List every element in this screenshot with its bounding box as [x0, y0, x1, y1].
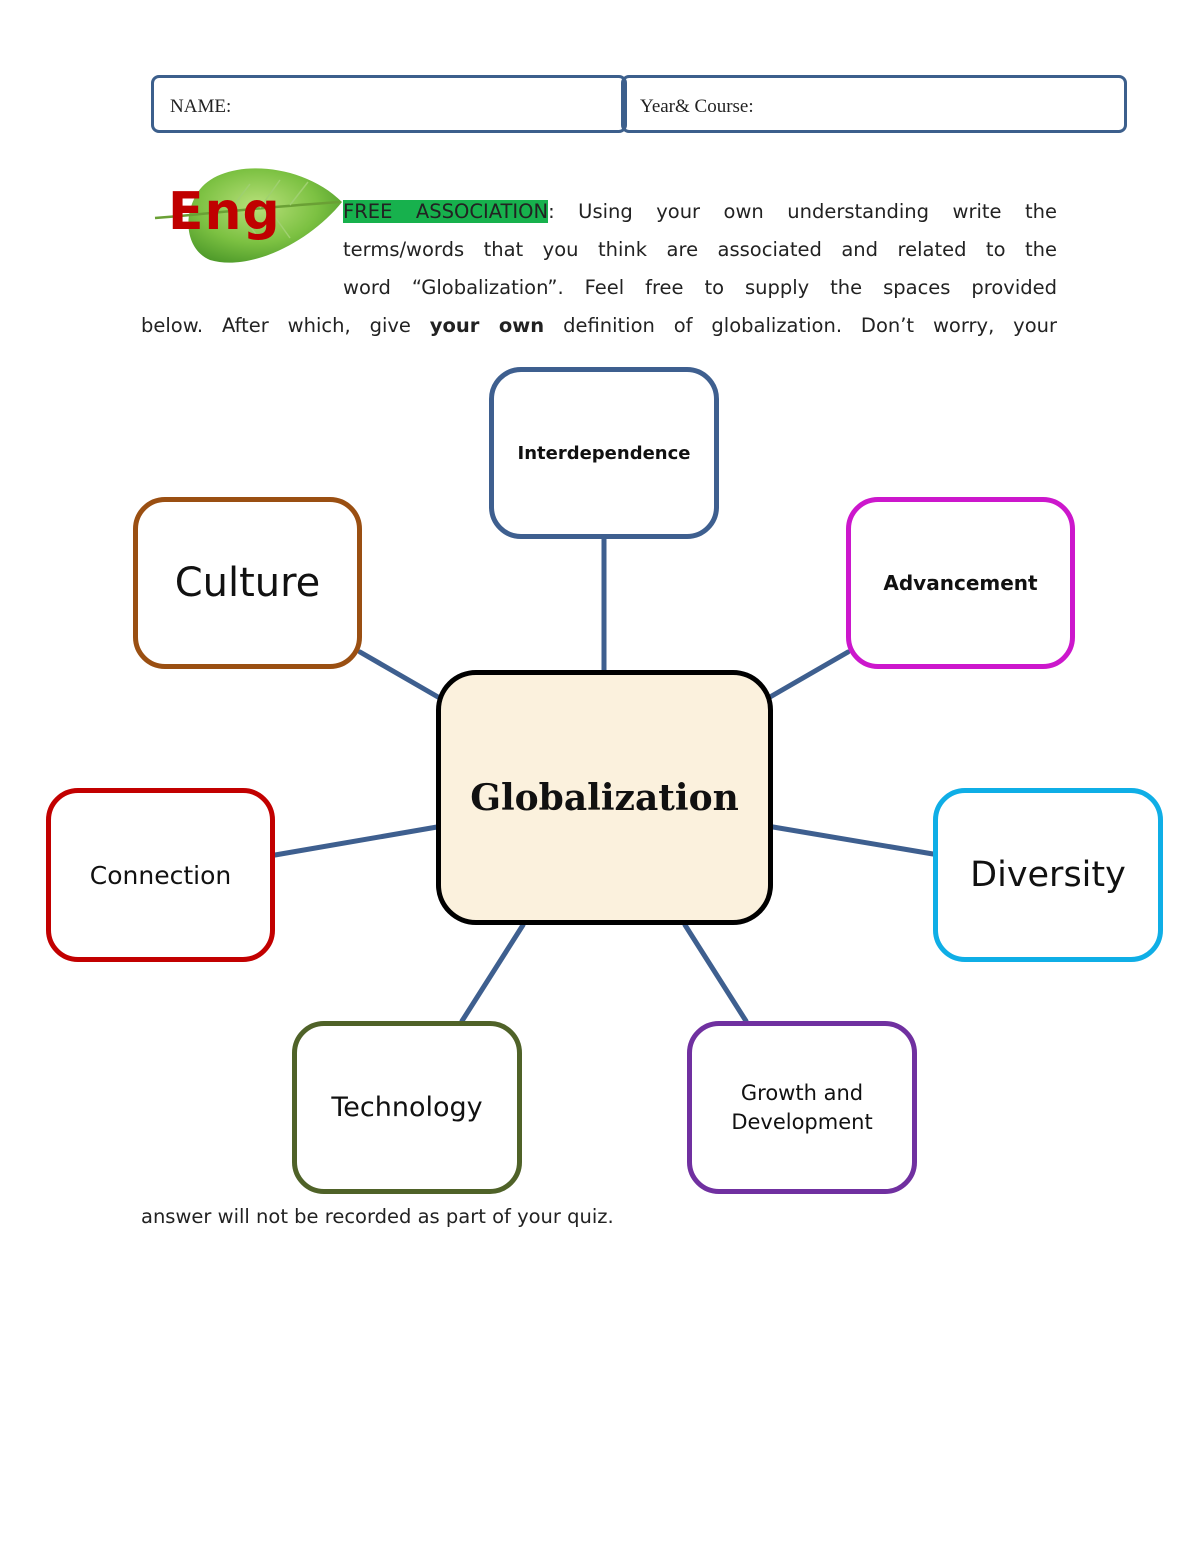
logo-text: Eng: [168, 182, 281, 242]
instructions-line-4-post: definition of globalization. Don’t worry…: [544, 314, 1058, 337]
year-course-field[interactable]: Year& Course:: [621, 75, 1127, 133]
node-growth-line-2: Development: [731, 1109, 873, 1134]
instructions-line-1-text: : Using your own understanding write the: [548, 200, 1058, 223]
leaf-logo-icon: [154, 168, 342, 263]
node-culture[interactable]: Culture: [133, 497, 362, 669]
center-node-globalization: Globalization: [436, 670, 773, 925]
free-association-heading: FREE ASSOCIATION: [343, 200, 549, 223]
instructions-line-1: FREE ASSOCIATION: Using your own underst…: [343, 193, 1057, 231]
node-interdependence[interactable]: Interdependence: [489, 367, 719, 539]
node-technology[interactable]: Technology: [292, 1021, 522, 1194]
node-growth-line-1: Growth and: [740, 1080, 864, 1105]
connector-growth: [682, 922, 749, 1024]
connector-connection: [272, 824, 440, 858]
connector-technology: [459, 922, 526, 1024]
name-field[interactable]: NAME:: [151, 75, 627, 133]
instructions-line-2: terms/words that you think are associate…: [343, 238, 1057, 261]
instructions-line-3: word “Globalization”. Feel free to suppl…: [343, 276, 1057, 299]
node-connection[interactable]: Connection: [46, 788, 275, 962]
year-course-label: Year& Course:: [640, 96, 754, 117]
connector-advancement: [767, 649, 851, 700]
connector-culture: [357, 649, 441, 700]
node-advancement[interactable]: Advancement: [846, 497, 1075, 669]
connector-diversity: [770, 824, 936, 857]
instructions-line-4-pre: below. After which, give: [141, 314, 430, 337]
instructions-line-4-bold: your own: [429, 314, 545, 337]
node-diversity[interactable]: Diversity: [933, 788, 1163, 962]
instructions-line-5: answer will not be recorded as part of y…: [141, 1205, 614, 1228]
node-growth-and-development[interactable]: Growth and Development: [687, 1021, 917, 1194]
name-label: NAME:: [170, 96, 232, 117]
instructions-line-4: below. After which, give your own defini…: [141, 307, 1057, 345]
